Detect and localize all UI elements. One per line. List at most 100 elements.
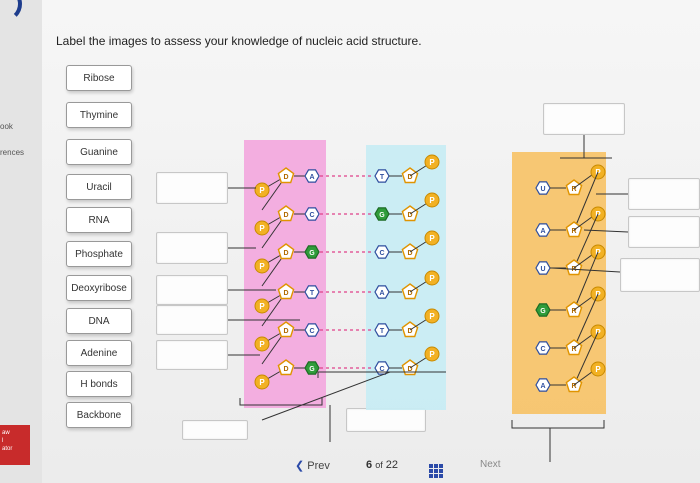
base-letter: G — [309, 250, 315, 257]
page-of: of — [375, 460, 383, 470]
base-letter: U — [540, 186, 545, 193]
sugar-symbol: D — [407, 250, 412, 257]
sugar-ring — [565, 376, 583, 393]
phosphate-group — [424, 308, 440, 324]
label-guanine[interactable]: Guanine — [66, 139, 132, 165]
nitrogenous-base — [304, 207, 320, 221]
label-h-bonds[interactable]: H bonds — [66, 371, 132, 397]
phosphate-symbol: P — [259, 224, 265, 233]
base-letter: A — [309, 174, 314, 181]
sugar-symbol: D — [283, 174, 288, 181]
sugar-symbol: D — [283, 212, 288, 219]
label-backbone[interactable]: Backbone — [66, 402, 132, 428]
sugar-symbol: R — [571, 308, 576, 315]
nitrogenous-base — [374, 207, 390, 221]
sidebar-badge[interactable]: aw l ator — [0, 425, 30, 465]
nitrogenous-base — [535, 261, 551, 275]
prev-label: Prev — [307, 460, 330, 472]
phosphate-group — [424, 346, 440, 362]
phosphate-group — [424, 192, 440, 208]
grid-menu-icon[interactable] — [429, 464, 443, 478]
phosphate-symbol: P — [429, 196, 435, 205]
drop-target[interactable] — [156, 340, 228, 370]
drop-target[interactable] — [628, 178, 700, 210]
phosphate-symbol: P — [429, 234, 435, 243]
sugar-ring — [277, 321, 295, 338]
nitrogenous-base — [535, 341, 551, 355]
backbone-bond — [573, 213, 599, 269]
phosphate-symbol: P — [259, 186, 265, 195]
base-letter: T — [380, 174, 385, 181]
drop-target[interactable] — [543, 103, 625, 135]
nitrogenous-base — [374, 169, 390, 183]
base-letter: C — [309, 328, 314, 335]
next-button[interactable]: Next — [480, 459, 501, 470]
base-letter: C — [379, 250, 384, 257]
badge-line: ator — [2, 446, 13, 452]
base-letter: T — [380, 328, 385, 335]
sugar-ring — [565, 339, 583, 356]
label-rna[interactable]: RNA — [66, 207, 132, 233]
sugar-symbol: D — [283, 328, 288, 335]
label-ribose[interactable]: Ribose — [66, 65, 132, 91]
backbone-bond — [573, 293, 599, 349]
label-uracil[interactable]: Uracil — [66, 174, 132, 200]
page-current: 6 — [366, 459, 373, 471]
phosphate-symbol: P — [595, 365, 601, 374]
drop-target[interactable] — [620, 258, 700, 292]
nitrogenous-base — [304, 169, 320, 183]
logo-icon — [0, 0, 22, 22]
sugar-symbol: R — [571, 186, 576, 193]
sugar-ring — [401, 359, 419, 376]
sidebar-link-ebook[interactable]: ook — [0, 122, 13, 131]
label-thymine[interactable]: Thymine — [66, 102, 132, 128]
sidebar-link-references[interactable]: rences — [0, 148, 25, 157]
drop-target[interactable] — [628, 216, 700, 248]
sugar-ring — [277, 205, 295, 222]
phosphate-symbol: P — [259, 262, 265, 271]
phosphate-symbol: P — [595, 290, 601, 299]
phosphate-group — [254, 220, 270, 236]
sugar-ring — [565, 179, 583, 196]
base-letter: G — [540, 308, 546, 315]
nitrogenous-base — [535, 303, 551, 317]
phosphate-group — [254, 298, 270, 314]
page-indicator: 6 of 22 — [366, 459, 398, 471]
nitrogenous-base — [535, 223, 551, 237]
label-deoxyribose[interactable]: Deoxyribose — [66, 275, 132, 301]
base-letter: G — [309, 366, 315, 373]
drop-target[interactable] — [156, 275, 228, 305]
phosphate-symbol: P — [429, 312, 435, 321]
question-instruction: Label the images to assess your knowledg… — [56, 34, 422, 48]
sugar-symbol: D — [407, 366, 412, 373]
prev-button[interactable]: ❮ Prev — [295, 459, 330, 472]
bracket-line — [239, 398, 323, 406]
sugar-symbol: D — [283, 250, 288, 257]
label-dna[interactable]: DNA — [66, 308, 132, 334]
base-letter: C — [379, 366, 384, 373]
backbone-bond — [573, 331, 599, 386]
sugar-ring — [277, 359, 295, 376]
sugar-ring — [401, 205, 419, 222]
label-phosphate[interactable]: Phosphate — [66, 241, 132, 267]
sugar-ring — [401, 167, 419, 184]
sugar-symbol: D — [283, 290, 288, 297]
nitrogenous-base — [374, 245, 390, 259]
left-sidebar: ook rences aw l ator — [0, 0, 42, 483]
base-letter: G — [379, 212, 385, 219]
phosphate-group — [254, 336, 270, 352]
drop-target[interactable] — [156, 232, 228, 264]
bracket-line — [511, 420, 605, 429]
sugar-ring — [565, 301, 583, 318]
sugar-ring — [401, 243, 419, 260]
nitrogenous-base — [535, 181, 551, 195]
drop-target[interactable] — [156, 172, 228, 204]
nitrogenous-base — [304, 361, 320, 375]
drop-target[interactable] — [182, 420, 248, 440]
label-adenine[interactable]: Adenine — [66, 340, 132, 366]
phosphate-group — [424, 270, 440, 286]
phosphate-symbol: P — [429, 158, 435, 167]
leader-line — [261, 371, 391, 421]
phosphate-symbol: P — [429, 274, 435, 283]
drop-target[interactable] — [156, 305, 228, 335]
